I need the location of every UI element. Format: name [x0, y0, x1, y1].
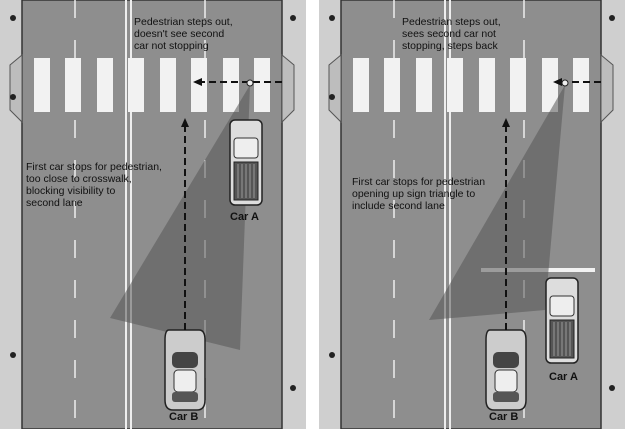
note-line: First car stops for pedestrian [352, 176, 486, 188]
sight-triangle [110, 85, 250, 350]
note-line: include second lane [352, 200, 445, 212]
note-line: Pedestrian steps out, [134, 16, 233, 28]
left-car-note: First car stops for pedestrian, too clos… [26, 161, 162, 209]
pedestrian-icon [561, 79, 569, 87]
right-car-a-label: Car A [549, 371, 578, 383]
right-pedestrian-note: Pedestrian steps out, sees second car no… [402, 16, 501, 52]
car-a-pickup [545, 277, 579, 364]
left-car-b-label: Car B [169, 411, 199, 423]
right-car-note: First car stops for pedestrian opening u… [352, 176, 485, 212]
left-pedestrian-note: Pedestrian steps out, doesn't see second… [134, 16, 233, 52]
note-line: opening up sign triangle to [352, 188, 476, 200]
car-b-sedan [485, 329, 527, 411]
sight-triangle [429, 85, 565, 320]
left-car-a-label: Car A [230, 211, 259, 223]
note-line: stopping, steps back [402, 40, 498, 52]
note-line: too close to crosswalk, [26, 173, 132, 185]
note-line: doesn't see second [134, 28, 225, 40]
note-line: car not stopping [134, 40, 209, 52]
note-line: Pedestrian steps out, [402, 16, 501, 28]
left-panel [0, 0, 307, 429]
note-line: sees second car not [402, 28, 496, 40]
right-car-b-label: Car B [489, 411, 519, 423]
note-line: second lane [26, 197, 83, 209]
note-line: blocking visibility to [26, 185, 116, 197]
note-line: First car stops for pedestrian, [26, 161, 162, 173]
right-panel [318, 0, 625, 429]
pedestrian-icon [246, 79, 254, 87]
car-b-sedan [164, 329, 206, 411]
car-a-pickup [229, 119, 263, 206]
